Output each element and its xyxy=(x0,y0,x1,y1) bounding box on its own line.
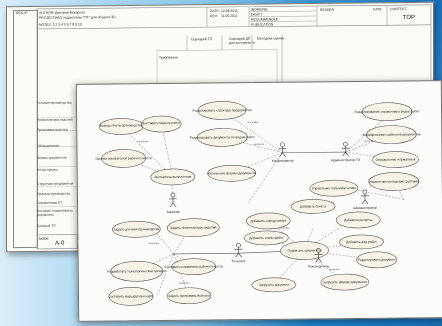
sheet-binding-column xyxy=(13,10,38,248)
status-recommended: RECOMMENDED xyxy=(251,17,278,21)
uc-label-workplace-norms: Составить нормативы рабочего места xyxy=(164,264,223,269)
status-working: WORKING xyxy=(251,8,268,12)
date-value: 12.04.2011 xyxy=(221,9,238,13)
uc-label-edit-document: Редактировать документ xyxy=(358,258,396,262)
actor-icon-technologist xyxy=(234,243,242,257)
use-case-ellipses xyxy=(99,99,420,305)
uc-label-nomenclature: Задать номенклатуру изделий xyxy=(170,225,217,229)
uc-label-route-map: Составить маршрутную карту xyxy=(108,294,154,298)
rev-value: 11.05.2011 xyxy=(221,14,237,18)
date-col-label: DATE xyxy=(373,7,382,11)
uc-label-work-type: Добавить вид работ xyxy=(346,240,377,244)
input-orders: Приказы руководства xyxy=(37,192,79,196)
uc-label-fill-form: Заполнение формы документов xyxy=(207,171,256,176)
column-tp-scenario: Сценарий ТП xyxy=(191,37,212,41)
uc-label-work-types: Редактирование справочника видов работ xyxy=(354,109,420,114)
project-label: PROJECT: xyxy=(39,16,55,20)
use-case-sheet: Вывод отчета производства Выставить моде… xyxy=(76,80,442,322)
actor-label-tp-admin: Администратор ТП xyxy=(331,158,361,162)
reader-label: READER xyxy=(320,8,334,12)
input-blocks: Блоки пункты xyxy=(37,168,79,172)
uc-label-users: Управление пользователями xyxy=(312,186,356,190)
context-label: CONTEXT: xyxy=(390,7,407,11)
actor-icon-customer xyxy=(169,193,177,207)
actor-icon-tp-admin xyxy=(341,142,349,156)
uc-label-norms: Определение нормативов xyxy=(376,157,416,161)
uc-label-load-document: Загрузить документ xyxy=(259,283,290,287)
reg-label: REG-IP xyxy=(16,11,28,15)
notes-label: NOTES: 1 2 3 4 5 6 7 8 9 10 xyxy=(39,22,82,26)
use-case-diagram: Вывод отчета производства Выставить моде… xyxy=(77,81,442,321)
uc-label-roles: Управление ролевыми группами xyxy=(369,179,419,184)
actor-label-configurator: Конфигуратор xyxy=(272,159,294,163)
actor-icon-configurator xyxy=(278,143,286,157)
uc-label-release: Задать программу выпуска xyxy=(168,294,210,298)
actor-label-admin: Администратор xyxy=(353,206,377,210)
project-value: ИАС подсистемы "ПТ" для объекта 3D xyxy=(55,15,116,20)
uc-label-workplace: Оценка показателей рабочего места xyxy=(95,156,151,161)
actor-label-manager: Руководитель xyxy=(308,264,330,268)
column-dp-scenario: Сценарий ДП для контрагента xyxy=(229,37,255,45)
actor-label-customer: Заказчик xyxy=(166,210,180,214)
uc-label-structure: Редактировать структуру предприятия xyxy=(193,108,252,113)
input-nomenclature: Номенклатура изделий xyxy=(37,118,79,122)
uc-label-resources: Добавить ресурсы xyxy=(344,218,373,222)
author-value: Дмитрий Бахарнов xyxy=(55,10,85,14)
status-draft: DRAFT xyxy=(251,13,262,17)
column-evaluation: Методика оценки xyxy=(257,36,284,40)
input-base-tp: Базовый ТП xyxy=(37,224,79,228)
uc-label-templates: Формирование шаблонов документов xyxy=(362,132,420,137)
stereotype-include-2: «include» xyxy=(247,120,259,124)
stereotype-include-1: «include» xyxy=(137,139,149,143)
input-references: Справочники ЕТ xyxy=(37,201,79,205)
rev-label: REV: xyxy=(210,14,218,18)
uc-label-add-items: Добавить пункты xyxy=(300,204,327,208)
top-label: TOP xyxy=(403,15,415,21)
actor-label-technologist: Технолог xyxy=(232,259,247,263)
stereotype-include-4: «include» xyxy=(148,241,160,245)
input-document-forms: Формы документов xyxy=(37,156,79,160)
uc-label-process: Разработать технологический процесс xyxy=(107,269,166,274)
uc-label-definitions: Добавить определения xyxy=(250,219,286,223)
uc-label-sign: Подписать документы xyxy=(288,248,323,252)
uc-label-load-form: Загрузить формы документа xyxy=(323,280,367,284)
node-value: A-0 xyxy=(55,241,64,247)
input-production-conditions: Условия производства xyxy=(37,101,79,105)
stereotype-extend-1: «extend» xyxy=(253,142,264,146)
stereotype-include-3: «include» xyxy=(363,139,375,143)
stereotype-extend-3: «extend» xyxy=(329,267,340,271)
input-release-program: Программа выпуска xyxy=(37,128,79,132)
input-equipment: Оборудование xyxy=(37,144,79,148)
uc-label-conditions: Задать условия производства xyxy=(113,227,159,231)
uc-label-work-model: Выставить модель работ xyxy=(142,121,181,125)
uc-label-stages: Добавить этапы работ xyxy=(249,236,284,240)
node-label: NODE xyxy=(39,237,49,241)
uc-label-expertise: Экспертиза выполнения xyxy=(154,175,191,179)
stereotype-include-5: «include» xyxy=(278,226,290,230)
input-enterprise-structure: Структура предприятия xyxy=(37,182,79,186)
uc-label-production-report: Вывод отчета производства xyxy=(100,123,143,127)
stereotype-extend-2: «extend» xyxy=(179,281,190,285)
uc-label-documents: Редактировать документы по видам работ xyxy=(190,135,256,140)
input-external-docs: Внешние нормативные документы xyxy=(37,209,79,217)
status-publication: PUBLICATION xyxy=(251,22,273,26)
date-label: DATE: xyxy=(210,9,220,13)
use-case-labels: Вывод отчета производства Выставить моде… xyxy=(95,106,422,298)
column-requirements: Требования xyxy=(159,55,178,59)
author-label: AUTHOR: xyxy=(39,11,54,15)
